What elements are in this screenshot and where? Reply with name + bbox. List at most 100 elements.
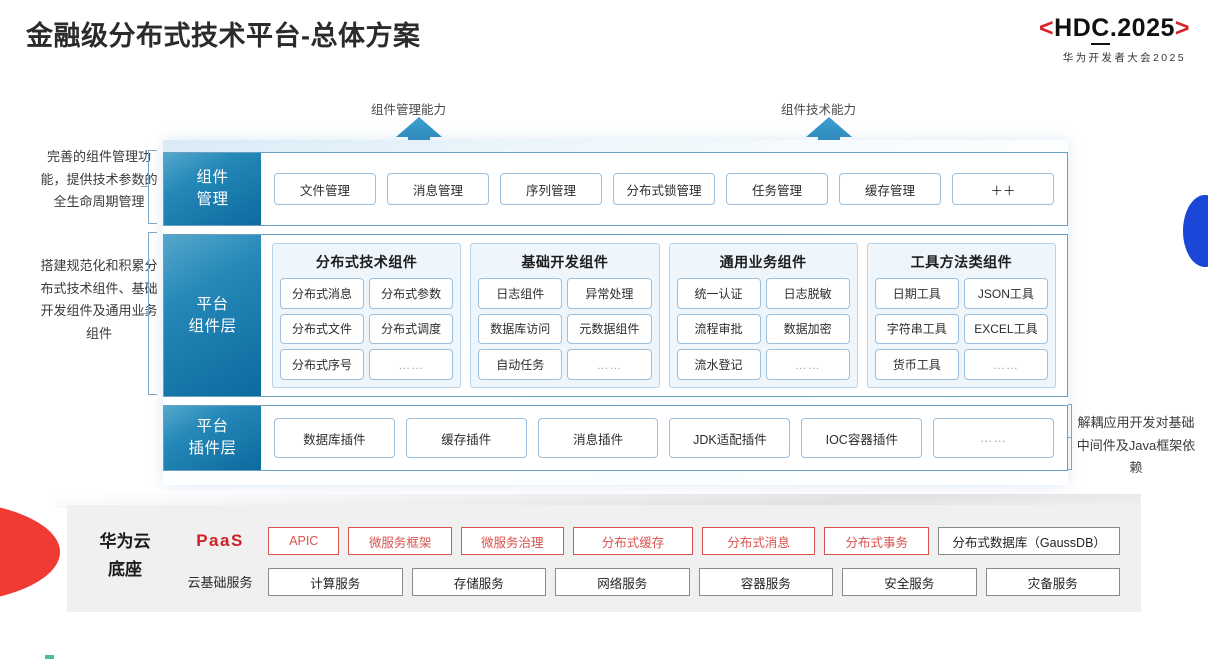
band-label-line1: 平台 xyxy=(196,295,229,313)
infra-chip-container[interactable]: 容器服务 xyxy=(698,568,833,596)
paas-chip-microservice-governance[interactable]: 微服务治理 xyxy=(460,527,564,555)
band-content-component-management: 文件管理 消息管理 序列管理 分布式锁管理 任务管理 缓存管理 ＋＋ xyxy=(261,153,1067,225)
chip-distributed-params[interactable]: 分布式参数 xyxy=(369,278,454,309)
base-title-line1: 华为云 xyxy=(99,532,151,551)
chip-cache-management[interactable]: 缓存管理 xyxy=(839,173,941,205)
group-basic-dev-components: 基础开发组件 日志组件 异常处理 数据库访问 元数据组件 自动任务 …… xyxy=(470,243,660,388)
annotation-left-2: 搭建规范化和积累分布式技术组件、基础开发组件及通用业务组件 xyxy=(40,258,158,341)
chip-more-basic-dev[interactable]: …… xyxy=(567,349,652,380)
paas-label: PaaS xyxy=(196,531,244,550)
band-label-line1: 组件 xyxy=(196,169,229,186)
band-platform-component-layer: 平台 组件层 分布式技术组件 分布式消息 分布式参数 分布式文件 分布式调度 分… xyxy=(163,234,1068,397)
band-platform-plugin-layer: 平台 插件层 数据库插件 缓存插件 消息插件 JDK适配插件 IOC容器插件 …… xyxy=(163,405,1068,471)
angle-bracket-left-icon: < xyxy=(1039,14,1055,42)
band-label-line1: 平台 xyxy=(196,418,229,435)
infra-chip-security[interactable]: 安全服务 xyxy=(842,568,977,596)
chip-more-management[interactable]: ＋＋ xyxy=(952,173,1054,205)
capability-label-technology: 组件技术能力 xyxy=(781,103,857,117)
hdc-logo-text-post: .2025 xyxy=(1109,14,1175,42)
base-title-line2: 底座 xyxy=(108,560,142,579)
chip-distributed-scheduling[interactable]: 分布式调度 xyxy=(369,313,454,345)
chip-distributed-message[interactable]: 分布式消息 xyxy=(280,278,365,309)
chip-more-plugin[interactable]: …… xyxy=(933,418,1054,458)
chip-automated-task[interactable]: 自动任务 xyxy=(478,349,563,380)
infra-chip-disaster-recovery[interactable]: 灾备服务 xyxy=(985,568,1120,596)
chip-database-access[interactable]: 数据库访问 xyxy=(478,313,563,345)
hdc-logo-subtitle: 华为开发者大会2025 xyxy=(1062,52,1186,64)
chip-data-encryption[interactable]: 数据加密 xyxy=(765,313,850,345)
chip-distributed-sequence[interactable]: 分布式序号 xyxy=(280,349,365,380)
chip-process-approval[interactable]: 流程审批 xyxy=(676,313,761,345)
chip-distributed-lock-management[interactable]: 分布式锁管理 xyxy=(613,173,715,205)
chip-currency-tool[interactable]: 货币工具 xyxy=(874,349,959,380)
chip-log-masking[interactable]: 日志脱敏 xyxy=(765,278,850,309)
group-title-tool-method: 工具方法类组件 xyxy=(910,254,1013,270)
chip-distributed-file[interactable]: 分布式文件 xyxy=(280,313,365,345)
hdc-logo: <HDC.2025> 华为开发者大会2025 xyxy=(1039,14,1190,65)
red-wedge-decoration xyxy=(0,500,60,604)
paas-chip-microservice-framework[interactable]: 微服务框架 xyxy=(348,527,452,555)
green-marker-decoration xyxy=(45,655,54,659)
capability-label-management: 组件管理能力 xyxy=(371,103,447,117)
chip-unified-auth[interactable]: 统一认证 xyxy=(676,278,761,309)
base-title: 华为云 底座 xyxy=(82,528,168,584)
group-grid-basic-dev: 日志组件 异常处理 数据库访问 元数据组件 自动任务 …… xyxy=(478,278,652,380)
chip-file-management[interactable]: 文件管理 xyxy=(274,173,376,205)
chip-excel-tool[interactable]: EXCEL工具 xyxy=(963,313,1048,345)
bracket-left-2 xyxy=(148,232,157,395)
band-label-line2: 管理 xyxy=(196,191,229,208)
band-content-platform-component-layer: 分布式技术组件 分布式消息 分布式参数 分布式文件 分布式调度 分布式序号 ……… xyxy=(261,235,1067,396)
band-label-line2: 插件层 xyxy=(188,440,237,457)
group-title-basic-dev: 基础开发组件 xyxy=(521,254,609,270)
hdc-logo-main: <HDC.2025> xyxy=(1039,14,1190,45)
page-title: 金融级分布式技术平台-总体方案 xyxy=(26,21,421,51)
paas-chip-distributed-database-gaussdb[interactable]: 分布式数据库（GaussDB） xyxy=(938,527,1120,555)
chip-transaction-register[interactable]: 流水登记 xyxy=(676,349,761,380)
hdc-logo-text-pre: HD xyxy=(1054,14,1092,42)
group-grid-distributed-tech: 分布式消息 分布式参数 分布式文件 分布式调度 分布式序号 …… xyxy=(280,278,454,380)
chip-message-management[interactable]: 消息管理 xyxy=(387,173,489,205)
chip-cache-plugin[interactable]: 缓存插件 xyxy=(405,418,527,458)
paas-chip-distributed-message[interactable]: 分布式消息 xyxy=(702,527,816,555)
chip-ioc-container-plugin[interactable]: IOC容器插件 xyxy=(801,418,923,458)
paas-chip-distributed-cache[interactable]: 分布式缓存 xyxy=(572,527,693,555)
paas-chip-apic[interactable]: APIC xyxy=(268,527,340,555)
chip-more-distributed-tech[interactable]: …… xyxy=(369,349,454,380)
architecture-diagram: 组件 管理 文件管理 消息管理 序列管理 分布式锁管理 任务管理 缓存管理 ＋＋… xyxy=(163,140,1068,485)
bracket-tick-left-2 xyxy=(141,313,149,315)
infra-chip-compute[interactable]: 计算服务 xyxy=(268,568,403,596)
chip-sequence-management[interactable]: 序列管理 xyxy=(500,173,602,205)
chip-more-tool-method[interactable]: …… xyxy=(963,349,1048,380)
chip-more-common-business[interactable]: …… xyxy=(765,349,850,380)
chip-date-tool[interactable]: 日期工具 xyxy=(874,278,959,309)
band-label-line2: 组件层 xyxy=(188,317,237,335)
group-title-common-business: 通用业务组件 xyxy=(719,254,807,270)
chip-jdk-adapter-plugin[interactable]: JDK适配插件 xyxy=(669,418,791,458)
infra-chip-storage[interactable]: 存储服务 xyxy=(411,568,546,596)
infra-chip-network[interactable]: 网络服务 xyxy=(555,568,690,596)
chip-json-tool[interactable]: JSON工具 xyxy=(963,278,1048,309)
band-label-component-management: 组件 管理 xyxy=(164,153,261,225)
band-component-management: 组件 管理 文件管理 消息管理 序列管理 分布式锁管理 任务管理 缓存管理 ＋＋ xyxy=(163,152,1068,226)
blue-circle-decoration xyxy=(1183,195,1208,267)
chip-string-tool[interactable]: 字符串工具 xyxy=(874,313,959,345)
group-distributed-tech-components: 分布式技术组件 分布式消息 分布式参数 分布式文件 分布式调度 分布式序号 …… xyxy=(272,243,462,388)
band-content-platform-plugin-layer: 数据库插件 缓存插件 消息插件 JDK适配插件 IOC容器插件 …… xyxy=(261,406,1067,470)
chip-database-plugin[interactable]: 数据库插件 xyxy=(274,418,395,458)
band-label-platform-plugin-layer: 平台 插件层 xyxy=(164,406,261,470)
cloud-infra-service-row: 计算服务 存储服务 网络服务 容器服务 安全服务 灾备服务 xyxy=(268,568,1120,596)
annotation-right-1: 解耦应用开发对基础中间件及Java框架依赖 xyxy=(1076,415,1196,475)
paas-service-row: APIC 微服务框架 微服务治理 分布式缓存 分布式消息 分布式事务 分布式数据… xyxy=(268,527,1120,555)
chip-message-plugin[interactable]: 消息插件 xyxy=(537,418,659,458)
chip-metadata-component[interactable]: 元数据组件 xyxy=(567,313,652,345)
paas-chip-distributed-transaction[interactable]: 分布式事务 xyxy=(824,527,930,555)
chip-log-component[interactable]: 日志组件 xyxy=(478,278,563,309)
group-tool-method-components: 工具方法类组件 日期工具 JSON工具 字符串工具 EXCEL工具 货币工具 …… xyxy=(866,243,1056,388)
band-label-platform-component-layer: 平台 组件层 xyxy=(164,235,261,396)
chip-exception-handling[interactable]: 异常处理 xyxy=(567,278,652,309)
chip-task-management[interactable]: 任务管理 xyxy=(726,173,828,205)
group-common-business-components: 通用业务组件 统一认证 日志脱敏 流程审批 数据加密 流水登记 …… xyxy=(668,243,858,388)
angle-bracket-right-icon: > xyxy=(1174,14,1190,42)
bracket-left-1 xyxy=(148,150,157,224)
group-grid-tool-method: 日期工具 JSON工具 字符串工具 EXCEL工具 货币工具 …… xyxy=(874,278,1048,380)
